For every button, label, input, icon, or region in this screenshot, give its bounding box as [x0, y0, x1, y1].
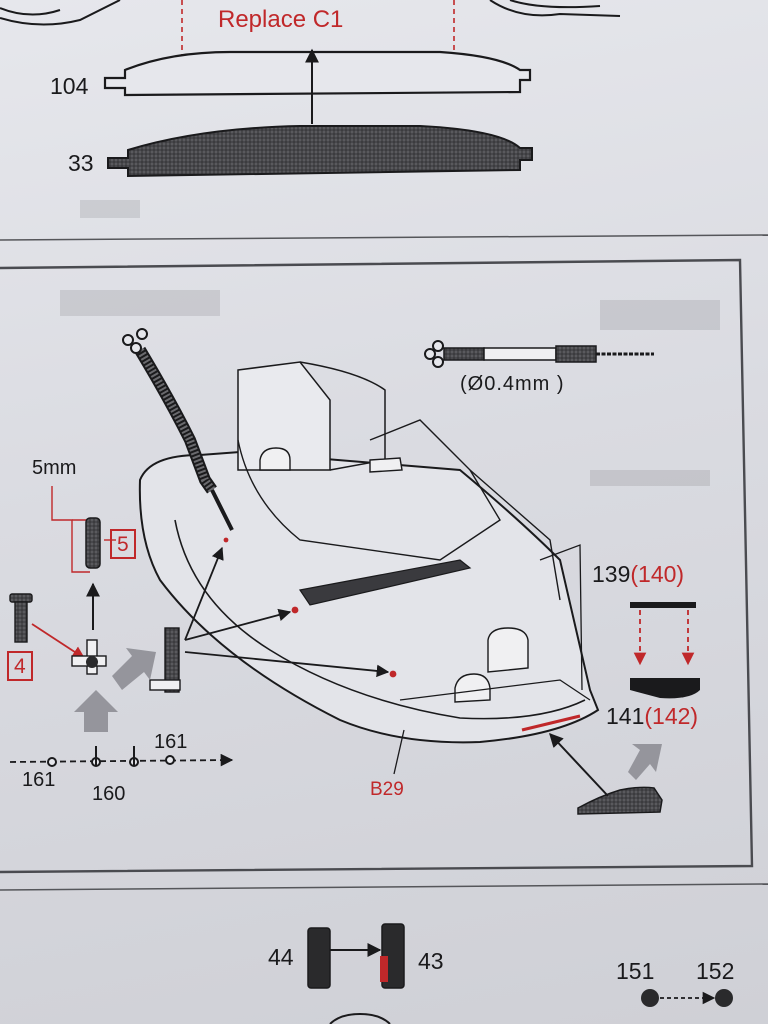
part-104-label: 104	[50, 73, 89, 99]
part-139-label: 139(140)	[592, 563, 684, 586]
part-141-number: 141	[606, 703, 645, 729]
part-139-number: 139	[592, 561, 631, 587]
section-divider-top	[0, 234, 768, 241]
part-151-label: 151	[616, 958, 655, 984]
part-b29-label: B29	[370, 779, 404, 800]
part-33-label: 33	[68, 150, 94, 176]
part-140-number: (140)	[630, 561, 685, 587]
tray-b29-outline	[138, 450, 600, 744]
gray-arrow-icon-right	[628, 744, 662, 780]
part-142-number: (142)	[644, 703, 699, 729]
part-141-label: 141(142)	[606, 705, 698, 728]
step-5-badge: 5	[110, 529, 136, 559]
part-104-outline	[103, 50, 532, 97]
dimension-5mm-label: 5mm	[32, 457, 77, 479]
part-161-right-label: 161	[154, 731, 188, 753]
part-44-label: 44	[268, 944, 294, 970]
bottom-section-art	[307, 923, 733, 1024]
main-panel-art	[9, 328, 700, 815]
gray-arrow-icon	[112, 648, 156, 690]
part-33-shape	[107, 125, 533, 178]
main-panel-border	[0, 258, 754, 874]
hose-part	[134, 346, 217, 494]
top-section-art	[0, 0, 621, 178]
section-divider-bottom	[0, 883, 768, 891]
step-4-badge: 4	[7, 651, 33, 681]
drill-size-label: (Ø0.4mm )	[460, 373, 565, 395]
part-160-label: 160	[92, 783, 126, 805]
drill-bit-icon	[424, 340, 654, 368]
part-43-label: 43	[418, 948, 444, 974]
bleed-through-marks	[60, 200, 720, 486]
part-161-left-label: 161	[22, 769, 56, 791]
gray-arrow-icon-up	[74, 690, 118, 732]
part-152-label: 152	[696, 958, 735, 984]
replace-c1-label: Replace C1	[218, 6, 344, 33]
